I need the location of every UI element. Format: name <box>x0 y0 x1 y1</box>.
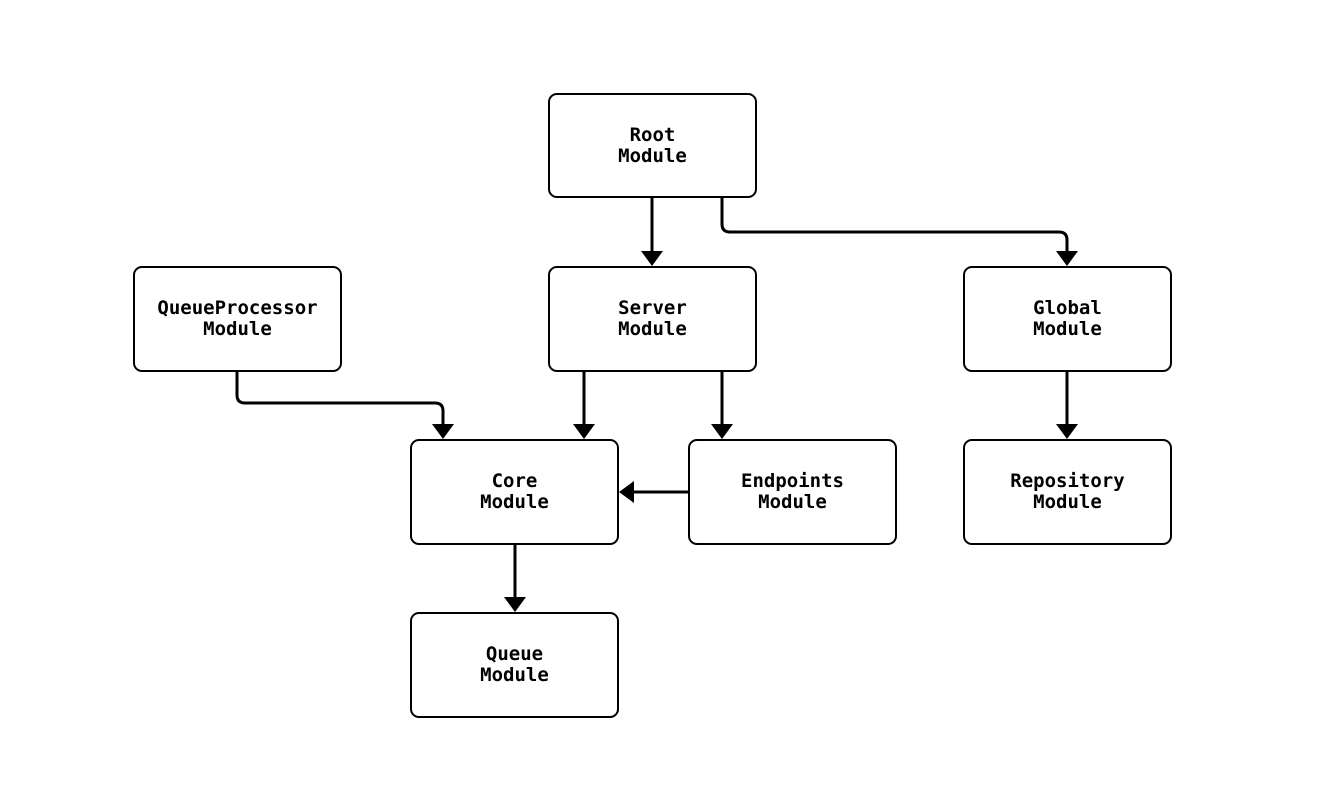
node-root-module-label-line1: Root <box>629 123 676 146</box>
node-queueprocessor-module-label-line1: QueueProcessor <box>157 297 318 319</box>
node-root-module: Root Module <box>548 93 757 198</box>
edge-global-to-repository-arrowhead-icon <box>1056 424 1078 439</box>
node-core-module: Core Module <box>410 439 619 545</box>
edge-queueprocessor-to-core-arrowhead-icon <box>432 424 454 439</box>
node-server-module-label-line1: Server <box>618 297 687 319</box>
node-core-module-label-line2: Module <box>480 491 549 513</box>
node-queue-module: Queue Module <box>410 612 619 718</box>
node-server-module-label-line2: Module <box>618 318 687 340</box>
node-queue-module-label-line2: Module <box>480 664 549 686</box>
node-endpoints-module-label-line2: Module <box>758 491 827 513</box>
edge-server-to-endpoints-arrowhead-icon <box>711 424 733 439</box>
node-endpoints-module: Endpoints Module <box>688 439 897 545</box>
edge-endpoints-to-core-arrowhead-icon <box>619 481 634 503</box>
node-queueprocessor-module: QueueProcessor Module <box>133 266 342 372</box>
node-repository-module: Repository Module <box>963 439 1172 545</box>
edge-server-to-core-arrowhead-icon <box>573 424 595 439</box>
node-queueprocessor-module-label-line2: Module <box>203 318 272 340</box>
node-repository-module-label-line2: Module <box>1033 491 1102 513</box>
edge-root-to-server-arrowhead-icon <box>641 251 663 266</box>
node-endpoints-module-label-line1: Endpoints <box>741 470 844 492</box>
node-server-module: Server Module <box>548 266 757 372</box>
node-root-module-label-line2: Module <box>618 144 687 167</box>
node-queue-module-label-line1: Queue <box>485 643 544 665</box>
edge-root-to-global-line <box>720 196 1069 255</box>
edge-core-to-queue-arrowhead-icon <box>504 597 526 612</box>
node-repository-module-label-line1: Repository <box>1010 470 1125 492</box>
edge-root-to-global-arrowhead-icon <box>1056 251 1078 266</box>
edge-queueprocessor-to-core-line <box>235 370 445 428</box>
node-global-module: Global Module <box>963 266 1172 372</box>
node-core-module-label-line1: Core <box>491 470 538 492</box>
node-global-module-label-line2: Module <box>1033 318 1102 340</box>
node-global-module-label-line1: Global <box>1033 297 1102 319</box>
